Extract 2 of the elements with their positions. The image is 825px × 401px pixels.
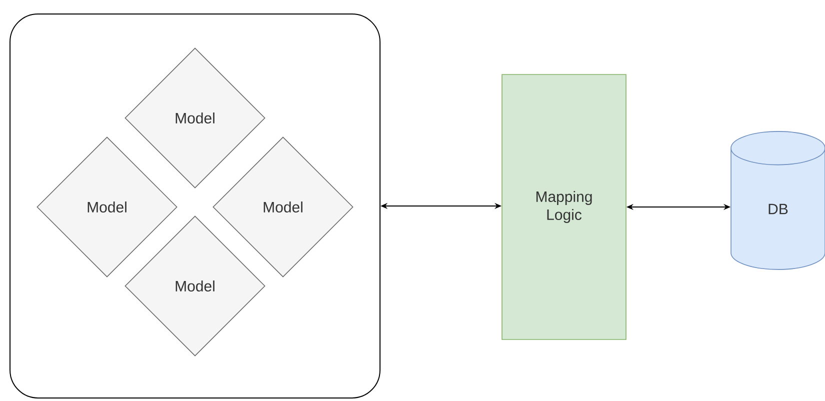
- mapping-box: Mapping Logic: [502, 74, 626, 340]
- database-cylinder: DB: [730, 131, 825, 270]
